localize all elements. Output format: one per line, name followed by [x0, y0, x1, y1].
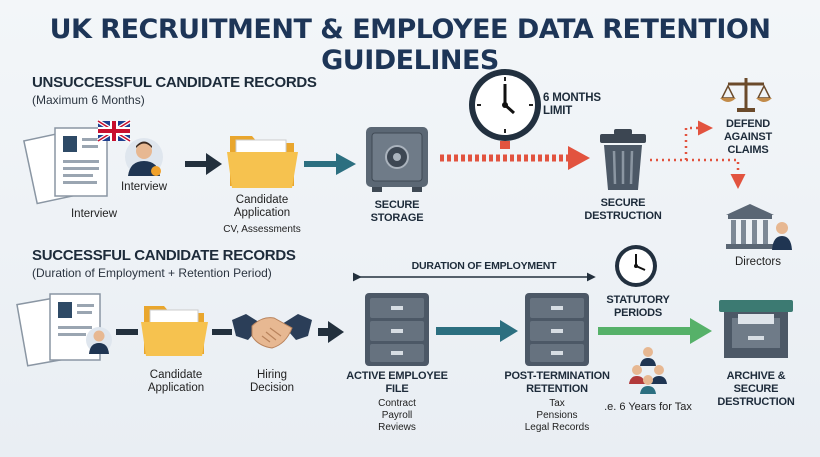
secure-storage-label: SECURE STORAGE: [370, 199, 424, 224]
post-termination-label: POST-TERMINATION RETENTION: [504, 370, 610, 395]
successful-heading: SUCCESSFUL CANDIDATE RECORDS: [32, 247, 296, 264]
clock-icon: [469, 69, 541, 149]
connector-1: [116, 329, 138, 335]
filing-cabinet-icon: [365, 293, 429, 366]
interview-label-small: Interview: [70, 208, 118, 220]
arrow-teal-1: [304, 153, 356, 175]
directors-label: Directors: [734, 256, 781, 268]
cv-assessments-label: CV, Assessments: [223, 224, 301, 235]
post-item-tax: Tax: [549, 398, 565, 409]
six-years-tax-label: .e. 6 Years for Tax: [604, 401, 692, 413]
archive-destruction-label: ARCHIVE & SECURE DESTRUCTION: [717, 370, 795, 408]
courthouse-icon: [726, 204, 792, 250]
post-item-legal: Legal Records: [524, 422, 590, 433]
duration-of-employment-label: DURATION OF EMPLOYMENT: [411, 260, 557, 272]
active-item-contract: Contract: [378, 398, 416, 409]
interview-label: Interview: [120, 181, 168, 193]
clock-icon-2: [615, 245, 657, 287]
safe-icon: [366, 127, 428, 192]
red-arrow-head: [568, 146, 590, 170]
hiring-decision-label: Hiring Decision: [249, 369, 295, 394]
active-items-list: Contract Payroll Reviews: [357, 398, 437, 434]
dotted-arrow-claims: [650, 120, 713, 162]
unsuccessful-heading: UNSUCCESSFUL CANDIDATE RECORDS: [32, 74, 317, 91]
dotted-arrow-directors: [686, 158, 746, 189]
active-item-reviews: Reviews: [378, 422, 416, 433]
candidate-application-label-2: Candidate Application: [147, 369, 205, 394]
statutory-periods-label: STATUTORY PERIODS: [606, 294, 670, 319]
six-months-limit-label: 6 MONTHS LIMIT: [543, 92, 601, 117]
person-icon: [125, 138, 163, 176]
secure-destruction-label: SECURE DESTRUCTION: [584, 197, 662, 222]
active-file-label: ACTIVE EMPLOYEE FILE: [346, 370, 448, 395]
handshake-icon: [232, 314, 312, 349]
arrow-dark-2: [318, 321, 344, 343]
connector-2: [212, 329, 232, 335]
active-item-payroll: Payroll: [381, 410, 413, 421]
people-group-icon: [629, 347, 667, 394]
scales-of-justice-icon: [720, 78, 772, 112]
arrow-green: [598, 318, 712, 344]
arrow-teal-2: [436, 320, 518, 342]
folder-icon-2: [141, 306, 208, 356]
filing-cabinet-icon-2: [525, 293, 589, 366]
post-item-pensions: Pensions: [536, 410, 578, 421]
uk-flag-icon: [96, 119, 132, 143]
candidate-application-label: Candidate Application: [233, 194, 291, 219]
archive-box-icon: [719, 300, 793, 358]
successful-subheading: (Duration of Employment + Retention Peri…: [32, 266, 272, 280]
unsuccessful-subheading: (Maximum 6 Months): [32, 93, 145, 107]
defend-claims-label: DEFEND AGAINST CLAIMS: [723, 118, 773, 156]
documents-icon-2: [16, 293, 112, 367]
post-items-list: Tax Pensions Legal Records: [514, 398, 600, 434]
arrow-dark-1: [185, 153, 222, 175]
folder-icon: [227, 136, 298, 188]
trash-bin-icon: [600, 129, 646, 190]
page-title: UK RECRUITMENT & EMPLOYEE DATA RETENTION…: [49, 14, 771, 76]
documents-icon: [23, 127, 108, 205]
